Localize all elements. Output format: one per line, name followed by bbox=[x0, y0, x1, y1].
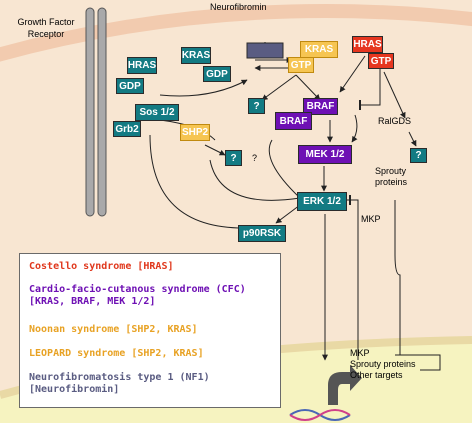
legend-cfc: Cardio-facio-cutanous syndrome (CFC) [KR… bbox=[29, 284, 246, 307]
sprouty-line bbox=[394, 200, 401, 355]
neurofibromin-label: Neurofibromin bbox=[210, 2, 267, 12]
ralgds-to-q-arrow bbox=[408, 131, 417, 147]
targets-label: MKP Sprouty proteins Other targets bbox=[350, 348, 416, 380]
hras-to-gtp-arrow bbox=[159, 79, 248, 97]
legend-leopard: LEOPARD syndrome [SHP2, KRAS] bbox=[29, 348, 204, 359]
erk-feedback-braf bbox=[268, 139, 301, 199]
hras-to-ralgds-arrow bbox=[383, 71, 406, 119]
grb2-box: Grb2 bbox=[113, 121, 141, 137]
sos-box: Sos 1/2 bbox=[135, 104, 179, 121]
syndrome-legend: Costello syndrome [HRAS] Cardio-facio-cu… bbox=[19, 253, 281, 408]
hras-active-box: HRAS bbox=[352, 36, 383, 53]
dna-strand-2 bbox=[289, 409, 351, 421]
shp2-to-q-arrow bbox=[204, 144, 226, 156]
legend-noonan: Noonan syndrome [SHP2, KRAS] bbox=[29, 324, 198, 335]
gdp-kras-box: GDP bbox=[203, 66, 231, 82]
mkp-label: MKP bbox=[361, 214, 381, 224]
kras-to-q-arrow bbox=[261, 74, 297, 101]
erk-box: ERK 1/2 bbox=[297, 192, 347, 211]
cell-membrane bbox=[0, 4, 472, 62]
p90rsk-box: p90RSK bbox=[238, 225, 286, 242]
kras-left-box: KRAS bbox=[181, 47, 211, 64]
unknown-box-1: ? bbox=[248, 98, 265, 114]
transcription-arrow bbox=[328, 365, 362, 405]
erk-to-p90rsk-arrow bbox=[275, 204, 301, 224]
sprouty-proteins-label: Sprouty proteins bbox=[375, 166, 408, 187]
unknown-link-label: ? bbox=[252, 153, 258, 163]
sprouty-to-braf bbox=[360, 60, 381, 106]
gtp-hras-box: GTP bbox=[368, 53, 394, 69]
gtp-kras-box: GTP bbox=[288, 57, 314, 73]
ralgds-label: RalGDS bbox=[378, 116, 412, 126]
braf2-to-mek-arrow bbox=[351, 114, 358, 143]
kras-active-box: KRAS bbox=[300, 41, 338, 58]
receptor-left-strand bbox=[85, 7, 95, 217]
kras-to-braf-arrow bbox=[295, 74, 321, 101]
unknown-box-3: ? bbox=[410, 148, 427, 163]
erk-feedback-sos bbox=[209, 159, 301, 201]
hras-to-braf-arrow bbox=[339, 55, 366, 93]
shp2-box: SHP2 bbox=[180, 124, 210, 141]
braf-box: BRAF bbox=[303, 98, 338, 115]
growth-factor-receptor-label: Growth Factor Receptor bbox=[17, 17, 75, 39]
gdp-left-box: GDP bbox=[116, 78, 144, 94]
receptor-right-strand bbox=[97, 7, 107, 217]
hras-left-box: HRAS bbox=[127, 57, 157, 74]
mek-box: MEK 1/2 bbox=[298, 145, 352, 164]
targets-feedback bbox=[395, 354, 441, 371]
legend-costello: Costello syndrome [HRAS] bbox=[29, 261, 174, 272]
braf2-box: BRAF bbox=[275, 112, 312, 130]
unknown-box-2: ? bbox=[225, 150, 242, 166]
neurofibromin-box bbox=[246, 42, 284, 59]
p90rsk-feedback bbox=[149, 134, 249, 229]
legend-nf1: Neurofibromatosis type 1 (NF1) [Neurofib… bbox=[29, 372, 210, 395]
